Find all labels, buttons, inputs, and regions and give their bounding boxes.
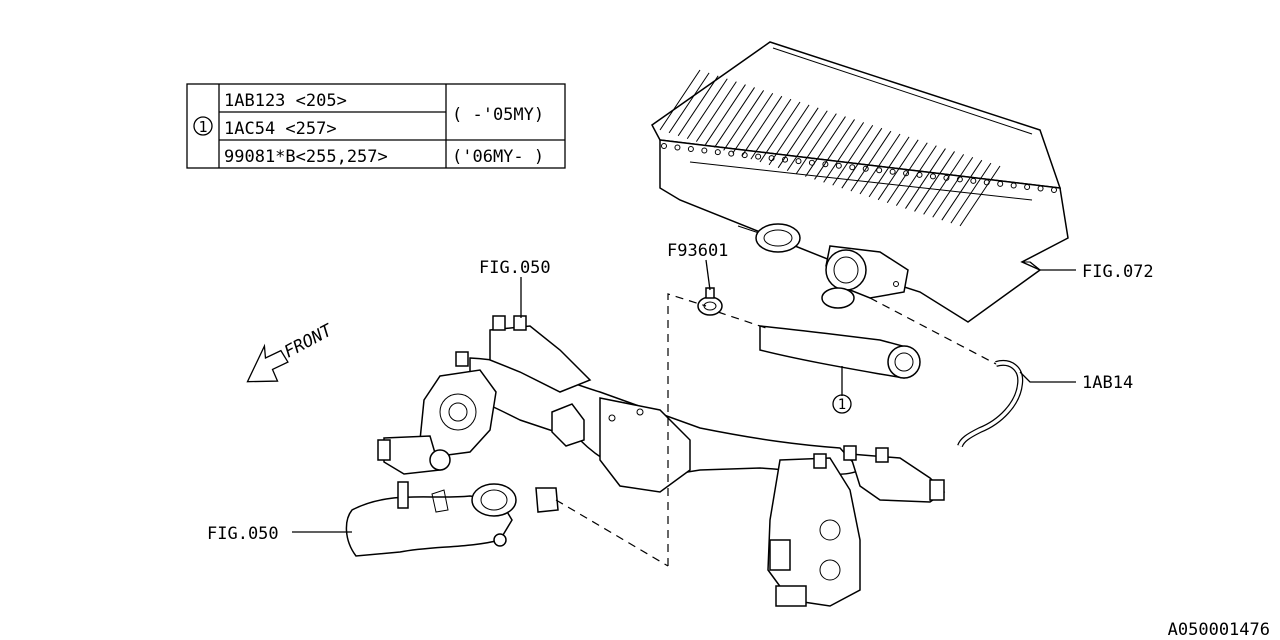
intercooler-edge-dot: [889, 168, 896, 175]
intercooler-fin: [959, 165, 1001, 227]
callout-ref1: 1: [838, 397, 846, 413]
leaders: [292, 259, 1076, 533]
intercooler-fin: [659, 69, 701, 131]
intercooler-icon: [651, 41, 1069, 323]
intercooler-edge-dot: [970, 177, 977, 184]
intercooler-edge-dot: [1010, 182, 1017, 189]
dashed-guides: [555, 293, 997, 567]
intercooler-edge-dot: [795, 158, 802, 165]
intercooler-fin: [850, 130, 892, 192]
intercooler-edge-dot: [916, 171, 923, 178]
intercooler-fin: [841, 127, 883, 189]
table-period-2: ('06MY- ): [452, 147, 544, 167]
intercooler-fin: [923, 154, 965, 215]
intercooler-edge-dot: [876, 167, 883, 174]
intercooler-fin: [932, 156, 974, 218]
intercooler-fin: [750, 98, 792, 160]
intercooler-fin: [677, 75, 719, 137]
intercooler-edge-dot: [1051, 187, 1057, 193]
intercooler-edge-dot: [674, 144, 681, 151]
callout-f93601: F93601: [667, 241, 728, 261]
ref-number-circle: [193, 116, 213, 136]
intercooler-fin: [741, 95, 783, 157]
front-arrow-icon: [246, 343, 289, 383]
intercooler-fin: [950, 162, 992, 224]
callout-ref1-circle: [832, 394, 852, 414]
intercooler-fin: [705, 84, 746, 145]
air-hose-icon: [345, 481, 517, 557]
intercooler-fin: [759, 101, 801, 163]
intercooler-edge-dot: [983, 179, 990, 186]
intercooler-edge-dot: [782, 156, 789, 163]
intercooler-edge-dot: [714, 149, 721, 156]
intercooler-edge-dot: [1037, 185, 1044, 192]
callout-fig072: FIG.072: [1082, 262, 1154, 282]
intercooler-edge-dot: [808, 159, 815, 166]
intercooler-fin: [868, 136, 910, 198]
table-row-part-3: 99081*B<255,257>: [224, 147, 388, 167]
intercooler-edge-dot: [687, 146, 694, 153]
intercooler-edge-dot: [943, 174, 950, 181]
table-row-part-1: 1AB123 <205>: [224, 91, 347, 111]
intercooler-edge-dot: [1024, 183, 1031, 190]
intercooler-edge-dot: [956, 176, 963, 183]
intercooler-edge-dot: [835, 162, 842, 169]
intercooler-fin: [795, 113, 837, 174]
intercooler-fin: [941, 159, 983, 221]
air-hose-ref1-icon: [759, 325, 921, 379]
intercooler-fin: [695, 81, 737, 142]
intercooler-fin: [905, 148, 946, 209]
parts-table: 1 1AB123 <205> 1AC54 <257> 99081*B<255,2…: [186, 83, 566, 169]
intercooler-fin: [768, 104, 810, 166]
table-period-1: ( -'05MY): [452, 105, 544, 125]
intercooler-fin: [832, 124, 874, 186]
callout-1ab14: 1AB14: [1082, 373, 1133, 393]
intercooler-edge-dot: [822, 161, 829, 168]
intercooler-fin: [732, 92, 774, 154]
intercooler-fin: [777, 107, 819, 169]
intercooler-fin: [686, 78, 728, 140]
intercooler-edge-dot: [849, 164, 856, 171]
intercooler-fin: [814, 119, 855, 180]
diagram-code: A050001476: [1168, 620, 1270, 640]
intercooler-fin: [895, 145, 937, 206]
intercooler-edge-dot: [755, 153, 762, 160]
intercooler-fin: [886, 142, 928, 204]
intercooler-fin: [786, 110, 828, 172]
intercooler-edge-dot: [741, 152, 748, 159]
intercooler-fin: [805, 116, 846, 177]
front-label: FRONT: [281, 320, 337, 363]
intercooler-fin: [914, 151, 955, 212]
intercooler-fin: [714, 87, 755, 148]
callout-fig050-top: FIG.050: [479, 258, 551, 278]
intercooler-fin: [723, 90, 765, 151]
intercooler-edge-dot: [997, 180, 1004, 187]
hose-clamp-icon: [697, 287, 723, 316]
intercooler-edge-dot: [862, 165, 869, 172]
intercooler-fin: [668, 72, 710, 134]
intercooler-edge-dot: [701, 147, 708, 154]
intercooler-edge-dot: [661, 143, 667, 149]
intercooler-fin: [859, 133, 901, 195]
intercooler-edge-dot: [929, 173, 936, 180]
ref-number: 1: [198, 118, 207, 136]
table-row-part-2: 1AC54 <257>: [224, 119, 337, 139]
intercooler-edge-dot: [728, 150, 735, 157]
vacuum-hose-icon: [957, 360, 1024, 448]
intercooler-edge-dot: [768, 155, 775, 162]
intercooler-edge-dot: [903, 170, 910, 177]
intercooler-fin: [877, 139, 919, 201]
callout-fig050-left: FIG.050: [207, 524, 279, 544]
intercooler-fin: [823, 122, 865, 183]
